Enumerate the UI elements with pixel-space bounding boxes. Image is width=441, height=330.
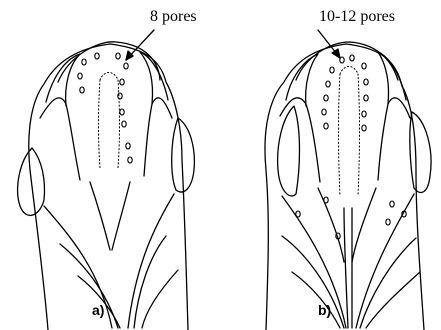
eye-b-left: [278, 106, 300, 196]
body-lines-b: [282, 188, 420, 328]
pore-count-label-a: 8 pores: [150, 8, 197, 26]
panel-label-b: b): [318, 302, 331, 318]
pore-count-label-b: 10-12 pores: [319, 8, 395, 26]
panel-label-a: a): [92, 302, 104, 318]
pores-a: [78, 53, 132, 163]
pores-b: [296, 55, 406, 239]
mid-groove-a: [99, 73, 120, 169]
body-lines-a: [44, 182, 178, 328]
head-outline-b: [265, 42, 424, 330]
mid-groove-b: [339, 67, 360, 197]
